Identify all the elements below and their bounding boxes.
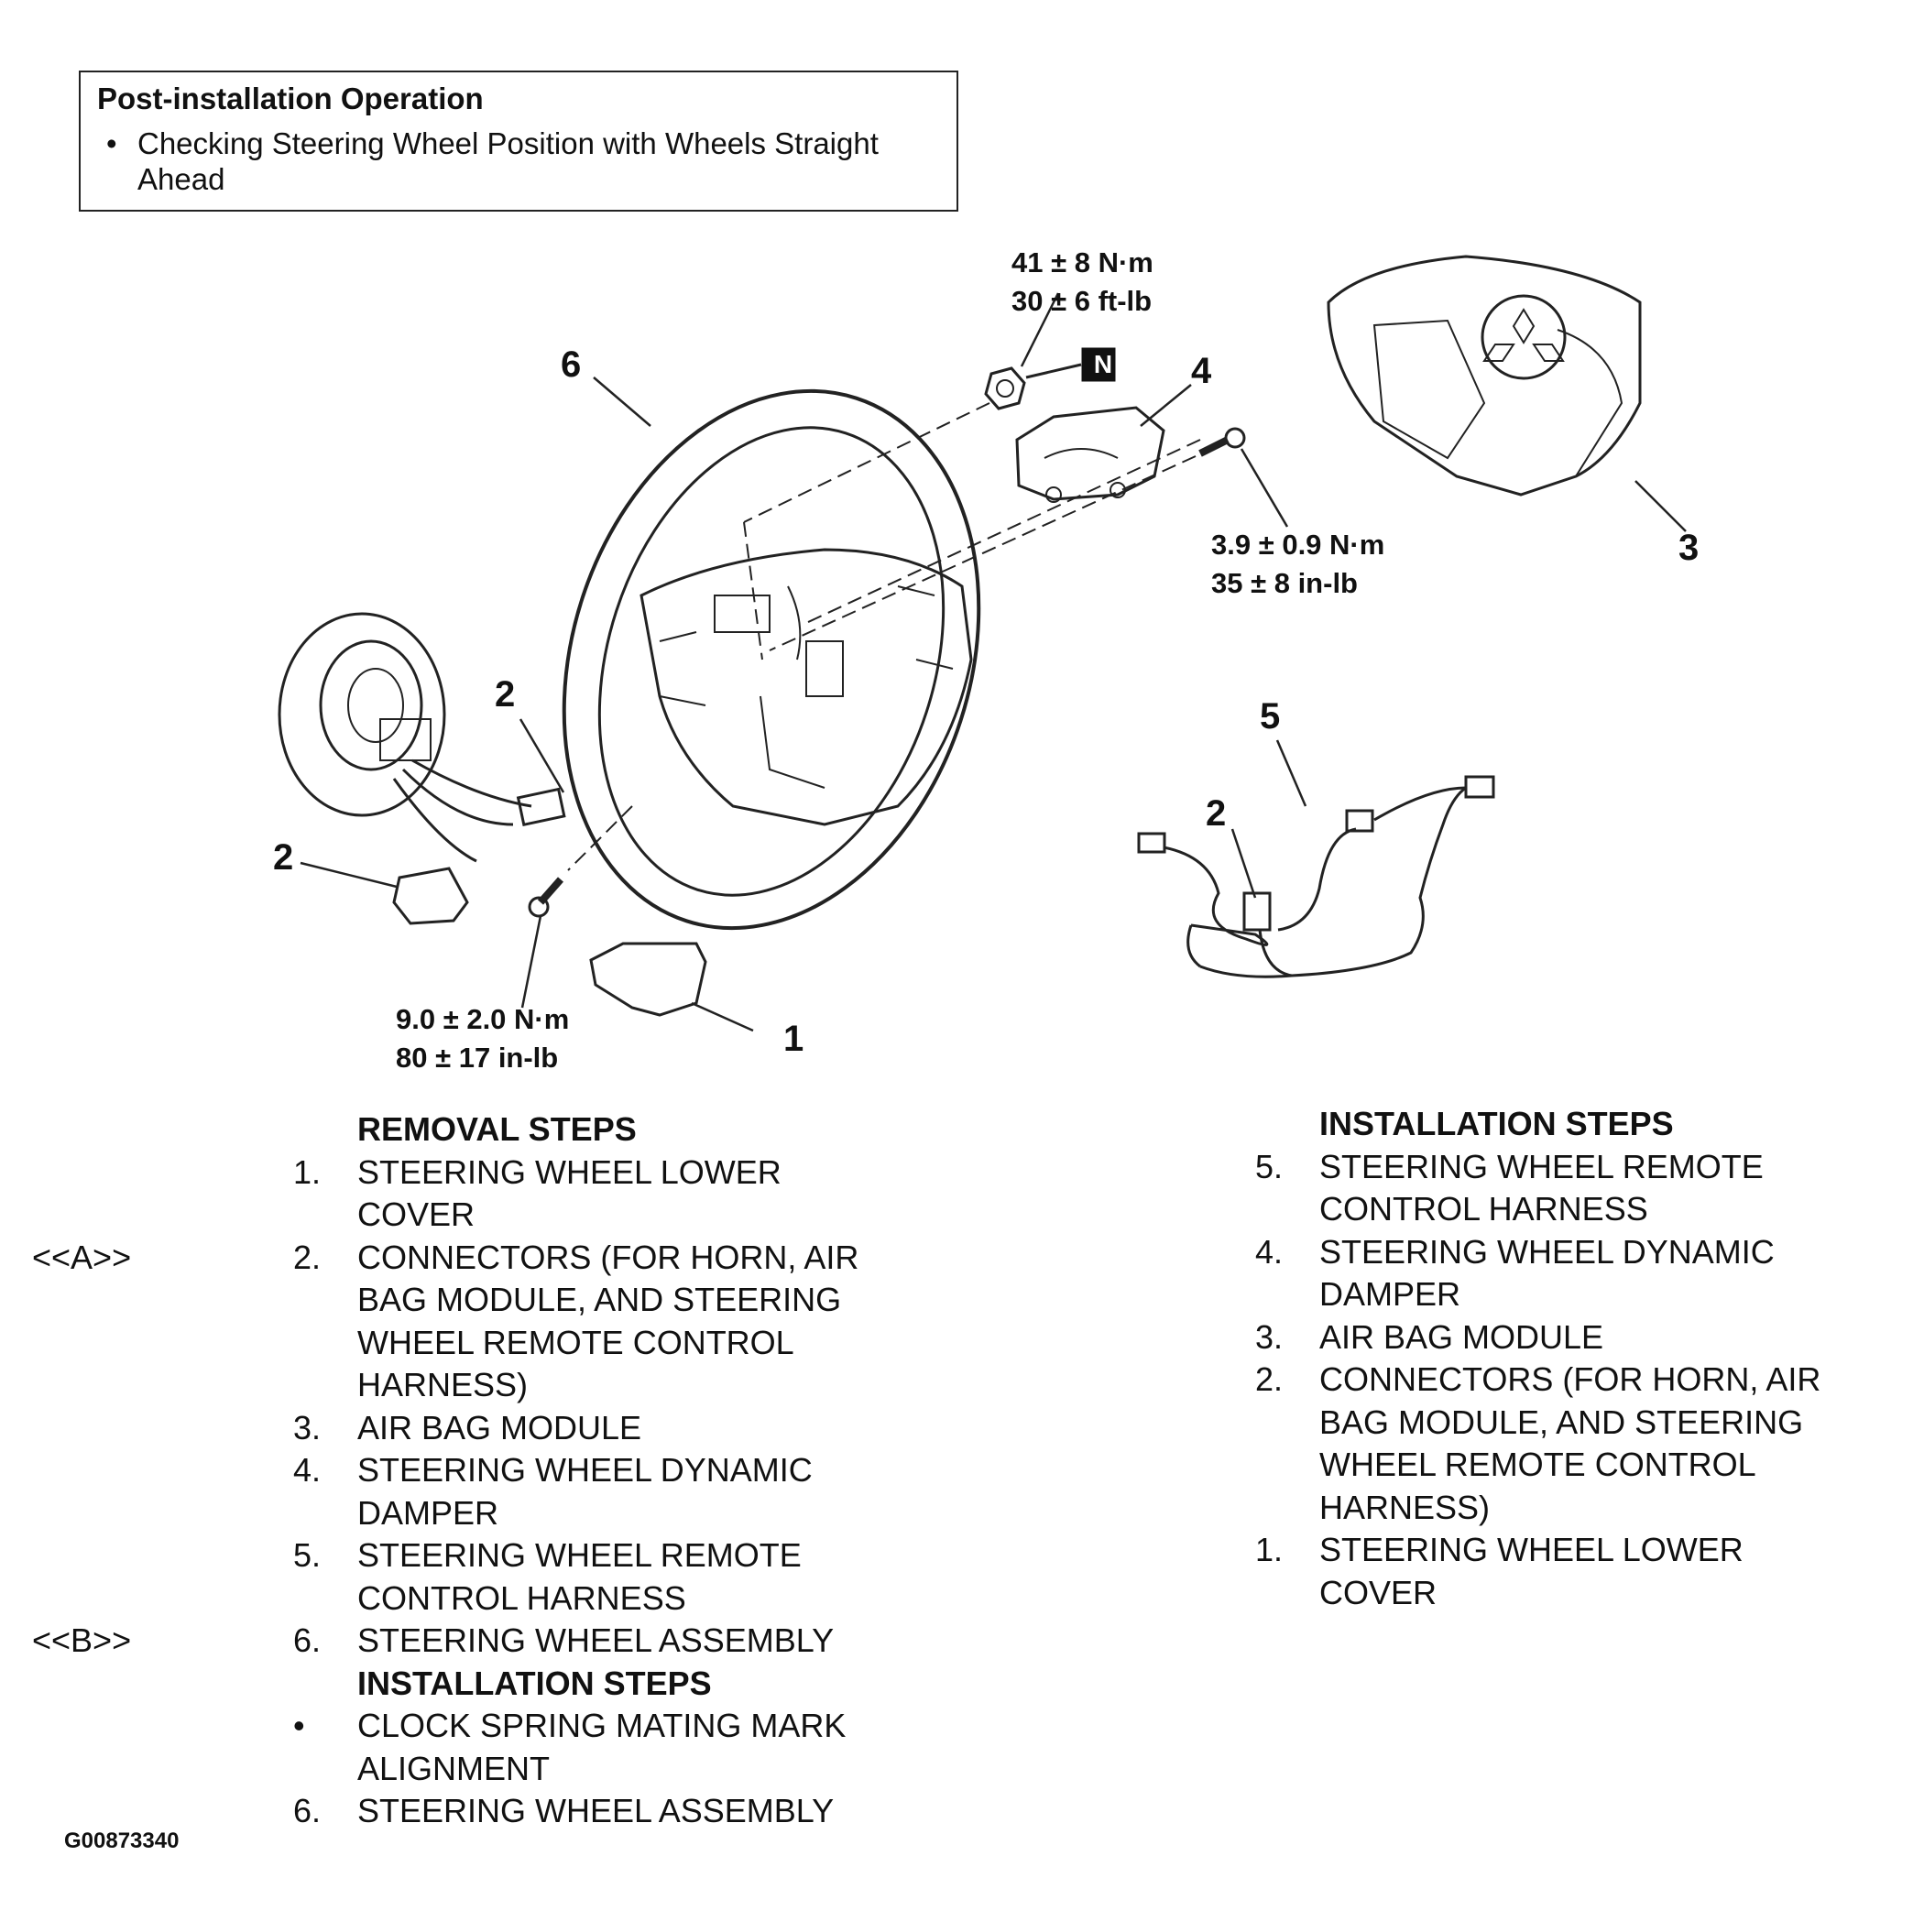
installation-steps-title: INSTALLATION STEPS [1319,1105,1674,1142]
step-text-line: STEERING WHEEL ASSEMBLY [357,1621,835,1659]
steering-wheel-nut [984,366,1026,410]
step-text-line: BAG MODULE, AND STEERING [1319,1403,1804,1441]
step-number: • [293,1707,305,1744]
steering-wheel-assembly [562,388,981,931]
step-text-line: STEERING WHEEL ASSEMBLY [357,1792,835,1829]
callout-3: 3 [1678,528,1700,568]
step-item: 3. AIR BAG MODULE [293,1407,858,1450]
step-item: 6. <<B>> STEERING WHEEL ASSEMBLY [32,1620,858,1663]
figure-id: G00873340 [64,1828,180,1853]
step-reference-tag: <<B>> [32,1621,132,1659]
torque-damper: 3.9 ± 0.9 N·m 35 ± 8 in-lb [1211,529,1385,599]
step-text-line: CLOCK SPRING MATING MARK [357,1707,847,1744]
step-item: 1. STEERING WHEEL LOWER COVER [1255,1529,1820,1614]
n-marker-label: N [1093,350,1113,378]
step-text-line: STEERING WHEEL DYNAMIC [1319,1232,1775,1271]
step-number: 2. [293,1238,322,1276]
step-text-line: AIR BAG MODULE [1319,1317,1604,1356]
step-item: 5. STEERING WHEEL REMOTE CONTROL HARNESS [293,1534,858,1620]
step-text-line: AIR BAG MODULE [357,1408,642,1446]
torque-nut: 41 ± 8 N·m 30 ± 6 ft-lb [1011,246,1153,317]
step-number: 1. [1255,1531,1284,1568]
callout-4: 4 [1191,351,1212,391]
callout-5: 5 [1260,696,1281,737]
step-number: 4. [1255,1232,1284,1271]
remote-control-harness [1137,775,1495,978]
nut-dash-line-2 [743,521,763,660]
step-item: 6. STEERING WHEEL ASSEMBLY [293,1790,858,1833]
removal-steps-title: REMOVAL STEPS [357,1110,637,1148]
step-text-line: COVER [357,1195,476,1233]
step-item: 3. AIR BAG MODULE [1255,1316,1820,1359]
step-text-line: DAMPER [357,1493,499,1532]
step-item: 2. <<A>> CONNECTORS (FOR HORN, AIR BAG MODU… [32,1237,859,1407]
nut-leader [1025,363,1082,379]
clock-spring [278,612,532,863]
step-number: 2. [1255,1360,1284,1398]
step-item: 4. STEERING WHEEL DYNAMIC DAMPER [1255,1231,1820,1316]
step-text-line: STEERING WHEEL LOWER [357,1152,782,1191]
step-text-line: DAMPER [1319,1275,1461,1313]
step-text-line: STEERING WHEEL REMOTE [1319,1147,1764,1185]
step-text-line: HARNESS) [357,1366,529,1403]
step-text-line: ALIGNMENT [357,1749,551,1787]
step-text-line: WHEEL REMOTE CONTROL [357,1323,794,1361]
bullet-dot: • [106,126,117,160]
air-bag-module [1327,255,1642,497]
callout-2-upper: 2 [495,674,516,715]
step-number: 5. [1255,1147,1284,1185]
leader-lines [300,292,1687,1032]
step-text-line: STEERING WHEEL LOWER [1319,1531,1744,1568]
step-number: 1. [293,1152,322,1191]
step-text-line: STEERING WHEEL REMOTE [357,1536,802,1574]
nut-dash-line [743,402,990,523]
dynamic-damper [1015,406,1165,503]
installation-steps-subtitle: INSTALLATION STEPS [357,1664,712,1702]
n-marker-box [1081,347,1116,382]
cover-dash-line [567,805,633,871]
removal-steps: REMOVAL STEPS 1. STEERING WHEEL LOWER COVE… [32,1108,859,1833]
step-text-line: CONNECTORS (FOR HORN, AIR [357,1238,859,1276]
post-installation-bullet: • Checking Steering Wheel Position with … [106,126,879,196]
post-installation-title: Post-installation Operation [97,82,484,115]
callout-1: 1 [783,1019,804,1059]
callout-2-left: 2 [273,837,294,878]
step-item: 1. STEERING WHEEL LOWER COVER [293,1152,858,1237]
step-number: 3. [293,1408,322,1446]
callout-2-right: 2 [1206,793,1227,834]
step-number: 6. [293,1621,322,1659]
step-number: 4. [293,1451,322,1489]
step-text-line: BAG MODULE, AND STEERING [357,1281,842,1318]
step-item: 5. STEERING WHEEL REMOTE CONTROL HARNESS [1255,1146,1820,1231]
step-number: 3. [1255,1317,1284,1356]
step-number: 6. [293,1792,322,1829]
post-installation-box: Post-installation Operation • Checking S… [79,71,958,212]
step-text-line: WHEEL REMOTE CONTROL [1319,1446,1756,1483]
step-text-line: COVER [1319,1573,1437,1611]
step-text-line: CONTROL HARNESS [1319,1190,1648,1228]
steering-wheel-lower-cover [589,942,707,1017]
step-reference-tag: <<A>> [32,1238,132,1276]
damper-bolt [1198,427,1246,457]
damper-dash-line [769,455,1197,651]
step-text-line: HARNESS) [1319,1488,1491,1526]
step-item: 2. CONNECTORS (FOR HORN, AIR BAG MODULE, A… [1255,1359,1821,1529]
callout-6: 6 [561,344,582,385]
step-item: • CLOCK SPRING MATING MARK ALIGNMENT [293,1705,858,1790]
horn-connector [516,787,566,827]
installation-steps: INSTALLATION STEPS 5. STEERING WHEEL REMO… [1255,1103,1821,1614]
step-item: 4. STEERING WHEEL DYNAMIC DAMPER [293,1449,858,1534]
lower-cover-bolt [528,877,564,918]
torque-lower-cover: 9.0 ± 2.0 N·m 80 ± 17 in-lb [396,1003,570,1074]
step-text-line: CONTROL HARNESS [357,1578,686,1617]
damper-dash-line-2 [805,439,1201,624]
airbag-connector [392,867,469,925]
step-text-line: CONNECTORS (FOR HORN, AIR [1319,1360,1821,1398]
step-text-line: STEERING WHEEL DYNAMIC [357,1451,813,1489]
step-number: 5. [293,1536,322,1574]
